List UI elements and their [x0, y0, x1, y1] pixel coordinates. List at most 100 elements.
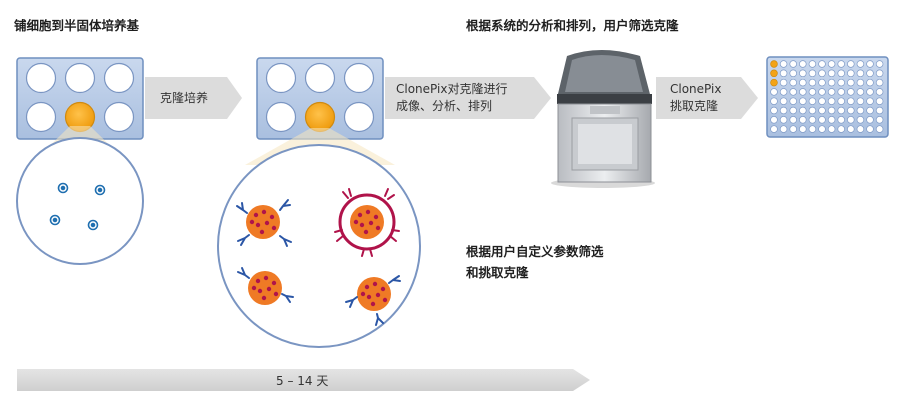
well [856, 125, 865, 133]
well [827, 106, 836, 115]
well [856, 106, 865, 115]
zoom-circle-2 [217, 144, 421, 348]
arrow3-label-line1: ClonePix [670, 82, 722, 96]
arrow-1 [145, 77, 242, 119]
well [818, 116, 826, 124]
well [827, 69, 836, 78]
select-note-line1: 根据用户自定义参数筛选 [466, 244, 604, 259]
well [847, 125, 855, 133]
well [837, 88, 845, 96]
well [837, 69, 845, 78]
well [799, 116, 807, 124]
well [808, 106, 817, 115]
well [856, 60, 865, 68]
well [847, 116, 855, 124]
well [837, 116, 845, 124]
well [875, 116, 884, 124]
well [856, 69, 865, 78]
picked-well [770, 60, 778, 68]
well [770, 88, 778, 96]
well [837, 60, 845, 68]
well [856, 97, 865, 105]
well [847, 60, 855, 68]
well [779, 88, 788, 96]
ninety-six-well-plate [766, 56, 889, 138]
well [827, 97, 836, 105]
well [856, 88, 865, 96]
arrow-2 [385, 77, 551, 119]
top-title: 根据系统的分析和排列，用户筛选克隆 [466, 18, 679, 33]
six-well-plate-2 [256, 57, 384, 140]
well [799, 97, 807, 105]
well [808, 78, 817, 87]
well [837, 125, 845, 133]
well [818, 97, 826, 105]
well [770, 125, 778, 133]
well [808, 125, 817, 133]
arrow2-label-line2: 成像、分析、排列 [396, 99, 493, 113]
well [818, 106, 826, 115]
well [875, 106, 884, 115]
well [808, 69, 817, 78]
well [856, 116, 865, 124]
well [837, 78, 845, 87]
well [808, 116, 817, 124]
well [789, 60, 797, 68]
well [866, 60, 874, 68]
well [799, 88, 807, 96]
well [770, 97, 778, 105]
well [808, 97, 817, 105]
selected-colony-target-icon [334, 188, 400, 257]
well [866, 88, 874, 96]
well [875, 97, 884, 105]
well [837, 106, 845, 115]
arrow1-label: 克隆培养 [160, 91, 209, 105]
well [827, 78, 836, 87]
well [789, 78, 797, 87]
well [847, 69, 855, 78]
well [827, 125, 836, 133]
well [866, 125, 874, 133]
well [875, 88, 884, 96]
picked-well [770, 78, 778, 87]
well [779, 78, 788, 87]
well [847, 78, 855, 87]
well [875, 60, 884, 68]
well [875, 125, 884, 133]
well [779, 116, 788, 124]
well [779, 125, 788, 133]
well [799, 69, 807, 78]
arrow2-label-line1: ClonePix对克隆进行 [396, 82, 508, 96]
well [789, 116, 797, 124]
well [808, 60, 817, 68]
well [779, 97, 788, 105]
well [818, 69, 826, 78]
well [866, 106, 874, 115]
well [866, 78, 874, 87]
clonepix-instrument-icon [551, 50, 655, 188]
well [837, 97, 845, 105]
well [866, 69, 874, 78]
well [827, 60, 836, 68]
picked-well [770, 69, 778, 78]
zoom-circle-1 [16, 137, 144, 265]
well [799, 78, 807, 87]
well [847, 88, 855, 96]
well [847, 106, 855, 115]
step1-title: 铺细胞到半固体培养基 [14, 18, 140, 33]
well [818, 125, 826, 133]
arrow-3 [656, 77, 758, 119]
well [827, 88, 836, 96]
select-note-line2: 和挑取克隆 [466, 265, 529, 280]
well [779, 69, 788, 78]
well [789, 69, 797, 78]
well [789, 125, 797, 133]
well [875, 78, 884, 87]
well [856, 78, 865, 87]
well [799, 106, 807, 115]
well [779, 106, 788, 115]
well [847, 97, 855, 105]
well [789, 97, 797, 105]
well [808, 88, 817, 96]
